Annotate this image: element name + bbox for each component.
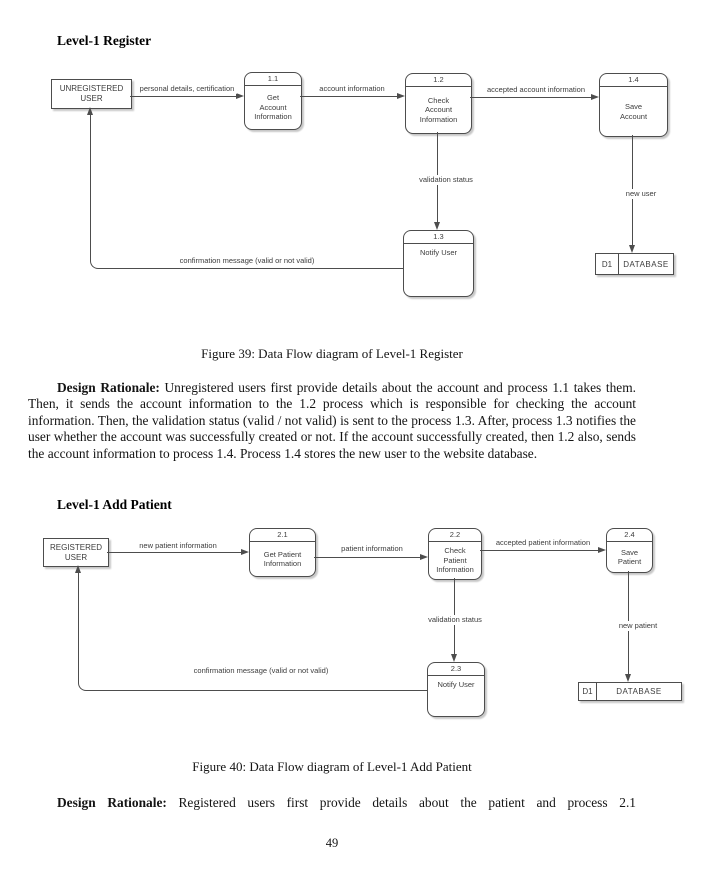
arrowhead-right-icon (397, 93, 405, 99)
rationale-body: Unregistered users first provide details… (28, 380, 636, 461)
process-label: Save Patient (617, 547, 642, 566)
process-id: 2.3 (428, 663, 484, 676)
flow-line-personal-details (130, 96, 236, 97)
datastore-id: D1 (596, 254, 619, 274)
process-2-2-check-patient-information: 2.2 Check Patient Information (428, 528, 482, 580)
flow-line-new-patient-information (107, 552, 241, 553)
process-label: Check Account Information (419, 95, 458, 124)
process-1-3-notify-user: 1.3 Notify User (403, 230, 474, 297)
process-label: Notify User (437, 680, 475, 689)
process-id: 1.1 (245, 73, 301, 86)
flow-label-validation-status: validation status (426, 615, 484, 625)
process-label: Get Patient Information (263, 549, 302, 568)
datastore-d1-database: D1 DATABASE (595, 253, 674, 275)
flow-line-confirmation-message (90, 115, 404, 269)
process-label: Check Patient Information (436, 546, 474, 575)
process-id: 2.2 (429, 529, 481, 542)
process-id: 1.2 (406, 74, 471, 87)
section-heading-add-patient: Level-1 Add Patient (57, 497, 172, 512)
process-label: Get Account Information (254, 93, 292, 122)
process-label: Notify User (419, 248, 458, 257)
process-2-3-notify-user: 2.3 Notify User (427, 662, 485, 717)
arrowhead-right-icon (420, 554, 428, 560)
rationale-label: Design Rationale: (57, 795, 167, 810)
datastore-label: DATABASE (623, 259, 669, 269)
flow-label-confirmation-message: confirmation message (valid or not valid… (177, 256, 317, 266)
flow-label-account-information: account information (317, 84, 387, 94)
arrowhead-up-icon (75, 565, 81, 573)
arrowhead-right-icon (598, 547, 606, 553)
arrowhead-right-icon (236, 93, 244, 99)
external-entity-registered-user: REGISTERED USER (43, 538, 109, 567)
flow-label-accepted-patient-information: accepted patient information (493, 538, 593, 548)
design-rationale-register: Design Rationale: Unregistered users fir… (28, 380, 636, 462)
flow-label-personal-details: personal details, certification (137, 84, 237, 94)
datastore-label: DATABASE (616, 687, 662, 696)
datastore-d1-database: D1 DATABASE (578, 682, 682, 701)
process-id: 1.4 (600, 74, 667, 87)
flow-line-accepted-account-information (470, 97, 591, 98)
process-2-4-save-patient: 2.4 Save Patient (606, 528, 653, 573)
process-2-1-get-patient-information: 2.1 Get Patient Information (249, 528, 316, 577)
flow-label-accepted-account-information: accepted account information (485, 85, 587, 95)
rationale-label: Design Rationale: (57, 380, 160, 395)
datastore-id: D1 (579, 683, 597, 700)
arrowhead-right-icon (241, 549, 249, 555)
flow-label-new-user: new user (623, 189, 659, 199)
flow-line-account-information (300, 96, 397, 97)
flow-line-accepted-patient-information (480, 550, 598, 551)
arrowhead-down-icon (434, 222, 440, 230)
section-heading-register: Level-1 Register (57, 33, 152, 48)
dfd-register-diagram: UNREGISTERED USER 1.1 Get Account Inform… (0, 60, 717, 305)
flow-line-patient-information (314, 557, 420, 558)
flow-label-confirmation-message: confirmation message (valid or not valid… (191, 666, 331, 676)
rationale-body: Registered users first provide details a… (178, 795, 637, 810)
dfd-add-patient-diagram: REGISTERED USER 2.1 Get Patient Informat… (0, 520, 717, 732)
entity-label: REGISTERED USER (49, 542, 102, 562)
process-1-2-check-account-information: 1.2 Check Account Information (405, 73, 472, 134)
process-1-4-save-account: 1.4 Save Account (599, 73, 668, 137)
arrowhead-down-icon (629, 245, 635, 253)
process-id: 1.3 (404, 231, 473, 244)
flow-label-validation-status: validation status (417, 175, 475, 185)
flow-label-patient-information: patient information (339, 544, 405, 554)
process-1-1-get-account-information: 1.1 Get Account Information (244, 72, 302, 130)
page-number: 49 (325, 836, 339, 850)
flow-label-new-patient: new patient (616, 621, 660, 631)
flow-line-confirmation-message (78, 573, 428, 691)
process-id: 2.1 (250, 529, 315, 542)
arrowhead-right-icon (591, 94, 599, 100)
design-rationale-add-patient: Design Rationale: Registered users first… (28, 795, 636, 811)
flow-label-new-patient-information: new patient information (137, 541, 219, 551)
process-label: Save Account (619, 102, 648, 121)
process-id: 2.4 (607, 529, 652, 542)
external-entity-unregistered-user: UNREGISTERED USER (51, 79, 132, 109)
entity-label: UNREGISTERED USER (59, 84, 124, 103)
arrowhead-down-icon (625, 674, 631, 682)
figure-40-caption: Figure 40: Data Flow diagram of Level-1 … (192, 759, 472, 774)
arrowhead-up-icon (87, 107, 93, 115)
figure-39-caption: Figure 39: Data Flow diagram of Level-1 … (201, 346, 463, 361)
arrowhead-down-icon (451, 654, 457, 662)
